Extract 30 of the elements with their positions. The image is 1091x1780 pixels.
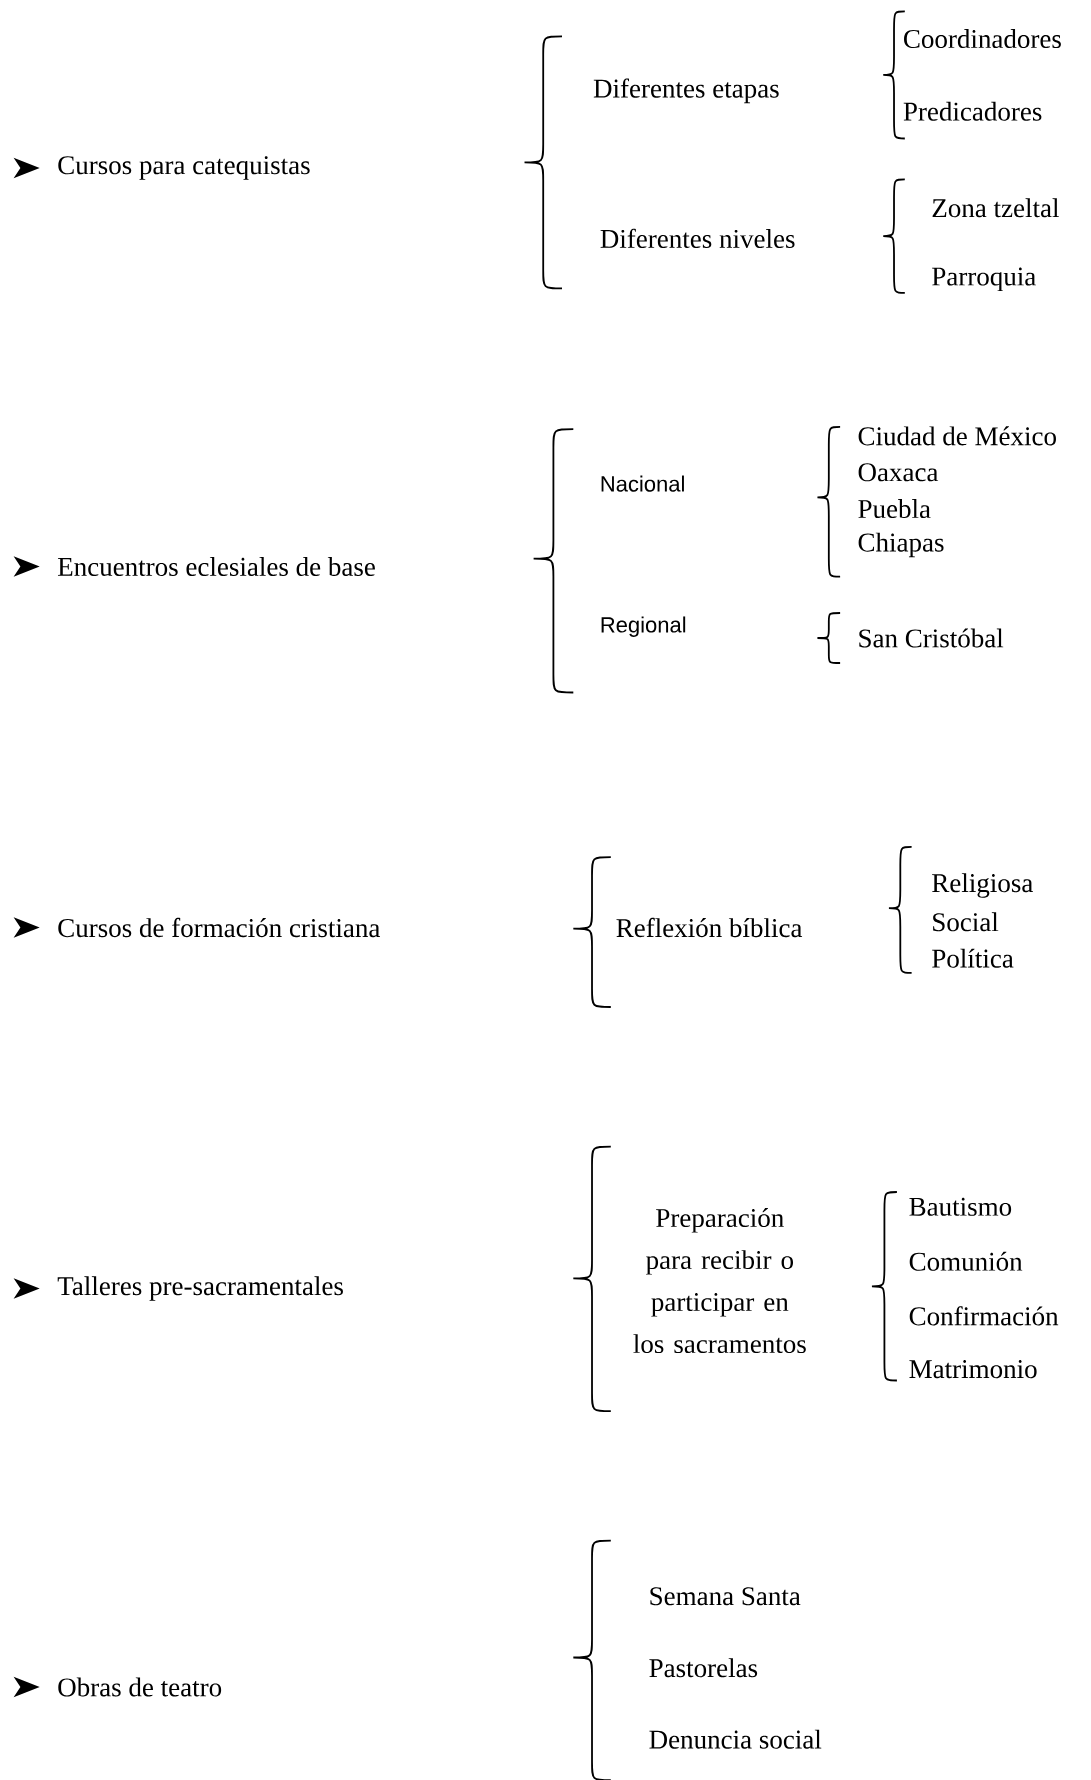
branch-text: Confirmación — [909, 1306, 1059, 1326]
branch-text: Bautismo — [909, 1197, 1012, 1216]
item-text: Cursos para catequistas — [58, 156, 310, 180]
branch-text: Pastorelas — [649, 1658, 758, 1678]
item-text: Encuentros eclesiales de base — [58, 557, 375, 576]
branch-text: Diferentes niveles — [600, 228, 795, 248]
branch-text: Parroquia — [932, 267, 1036, 292]
branch-text: Diferentes etapas — [593, 78, 779, 104]
item-text: Cursos de formación cristiana — [58, 917, 380, 938]
branch-text: Oaxaca — [858, 463, 939, 482]
branch-text: Reflexión bíblica — [616, 917, 803, 938]
branch-text: Zona tzeltal — [932, 198, 1059, 218]
item-text: Talleres pre-sacramentales — [57, 1276, 343, 1301]
branch-text: Coordinadores — [904, 29, 1061, 49]
branch-text: Ciudad de México — [858, 426, 1056, 446]
branch-text: Nacional — [601, 475, 684, 492]
branch-text: Puebla — [858, 499, 931, 519]
branch-text: San Cristóbal — [859, 628, 1004, 648]
branch-text: Preparación para recibir o participar en los sacramentos — [633, 1208, 806, 1354]
branch-text: Matrimonio — [909, 1360, 1037, 1379]
branch-text: Religiosa — [932, 873, 1033, 898]
branch-text: Semana Santa — [650, 1587, 801, 1606]
item-text: Obras de teatro — [58, 1677, 222, 1697]
branch-text: Regional — [601, 616, 686, 637]
branch-text: Política — [932, 948, 1014, 968]
branch-text: Social — [933, 912, 999, 932]
branch-text: Denuncia social — [649, 1729, 822, 1749]
branch-text: Comunión — [909, 1251, 1023, 1271]
branch-text: Chiapas — [858, 532, 944, 558]
branch-text: Predicadores — [903, 101, 1042, 121]
